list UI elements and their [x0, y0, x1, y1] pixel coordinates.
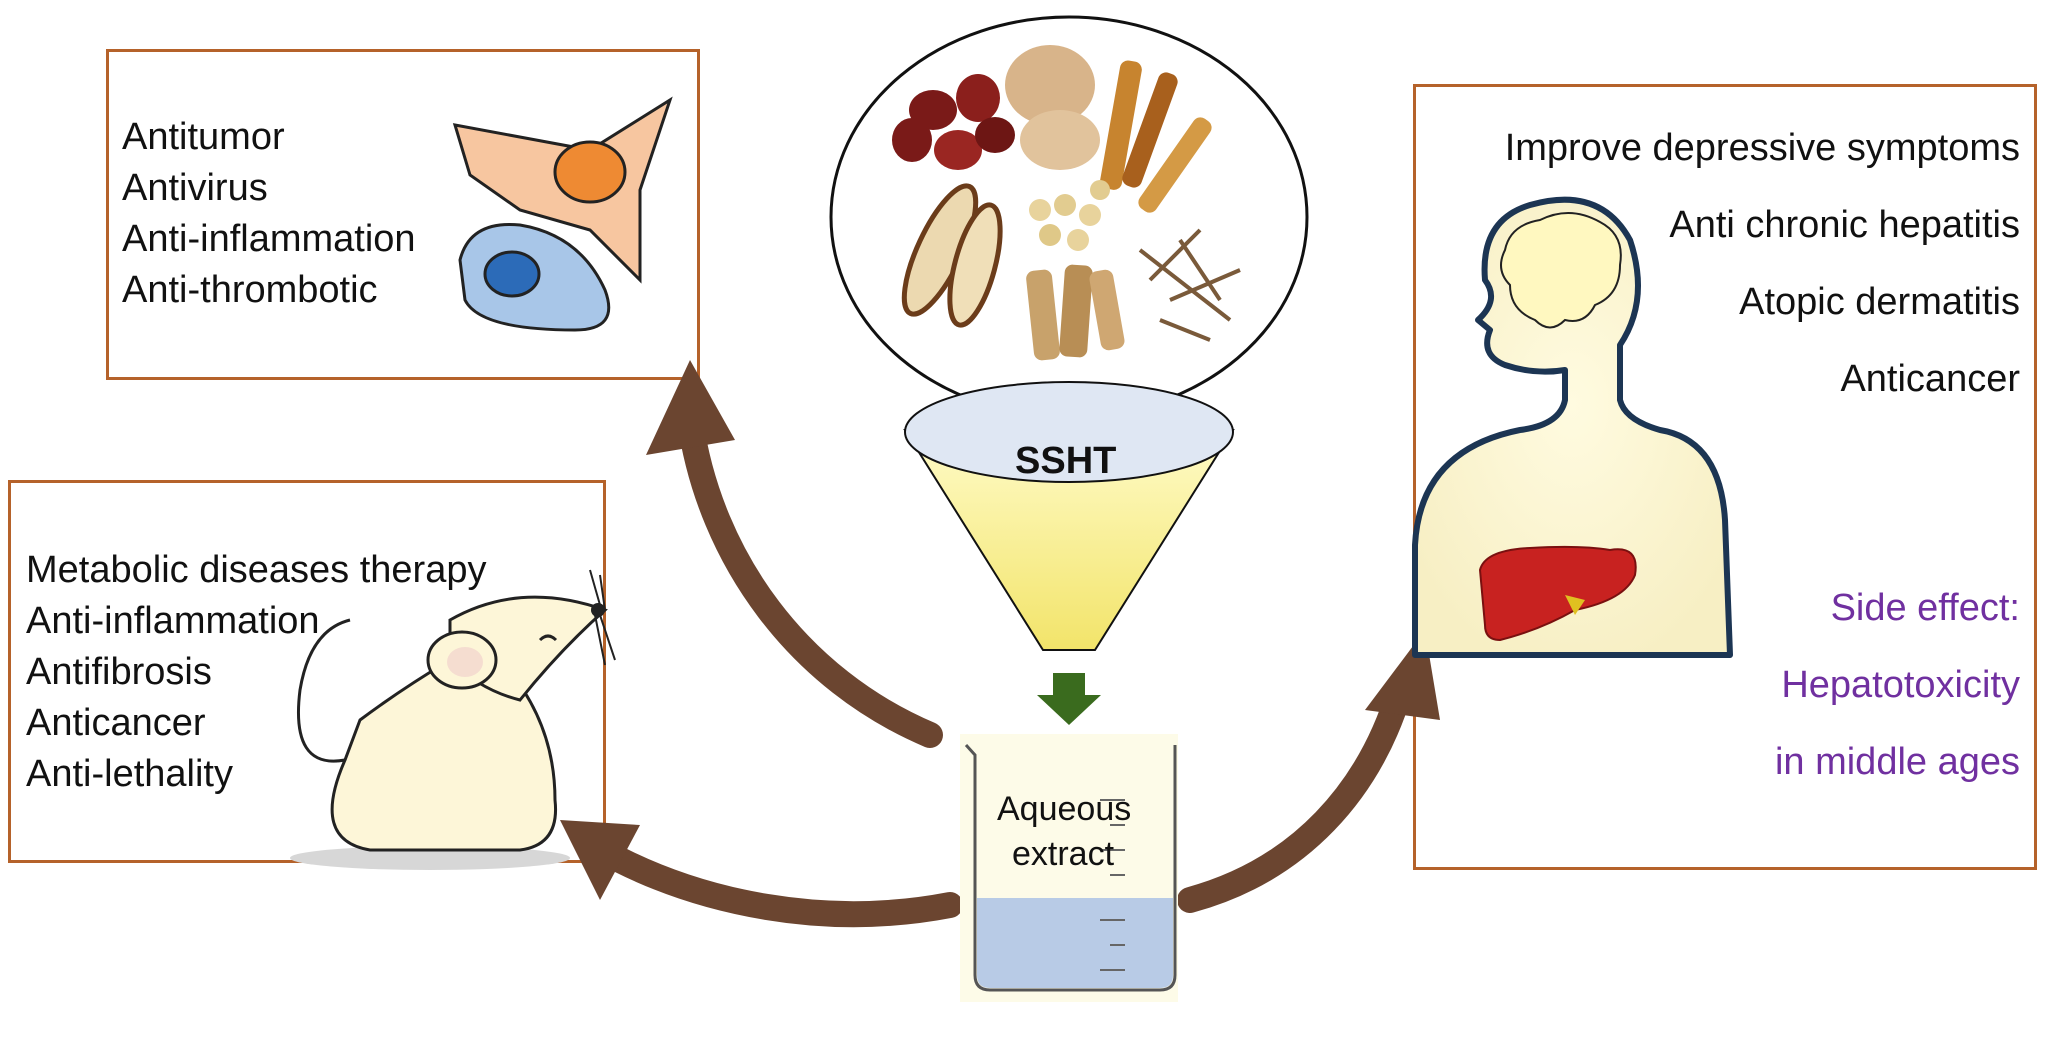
arrow-to-cell-box: [646, 360, 943, 748]
herbs-image: [829, 15, 1309, 419]
arrow-to-mouse-box: [560, 820, 963, 928]
list-item: Anti chronic hepatitis: [1669, 204, 2020, 246]
beaker-icon: [960, 734, 1178, 1002]
list-item: Anti-thrombotic: [122, 269, 378, 311]
side-effect-heading: Side effect:: [1830, 587, 2020, 629]
funnel: [903, 381, 1235, 651]
mouse-icon: [290, 569, 616, 870]
down-arrow-icon: [1037, 673, 1101, 725]
funnel-label: SSHT: [1015, 440, 1117, 482]
beaker-label-line2: extract: [1012, 835, 1115, 873]
human-silhouette: [1412, 196, 1733, 658]
arrow-to-human-box: [1177, 630, 1440, 913]
list-item: Anti-inflammation: [26, 600, 320, 642]
list-item: Anti-lethality: [26, 753, 233, 795]
list-item: Anticancer: [1840, 358, 2020, 400]
cells-icon: [452, 96, 673, 332]
human-effects-list: Improve depressive symptoms Anti chronic…: [1505, 110, 2020, 418]
list-item: Improve depressive symptoms: [1504, 127, 2020, 169]
side-effect-line: in middle ages: [1774, 741, 2020, 783]
mouse-effects-list: Metabolic diseases therapy Anti-inflamma…: [26, 545, 486, 800]
list-item: Metabolic diseases therapy: [26, 549, 487, 591]
list-item: Atopic dermatitis: [1739, 281, 2020, 323]
list-item: Anti-inflammation: [122, 218, 416, 260]
beaker-label-line1: Aqueous: [997, 790, 1132, 828]
side-effect-list: Side effect: Hepatotoxicity in middle ag…: [1775, 570, 2020, 801]
side-effect-line: Hepatotoxicity: [1781, 664, 2020, 706]
list-item: Antifibrosis: [26, 651, 212, 693]
list-item: Antitumor: [122, 116, 285, 158]
cell-effects-list: Antitumor Antivirus Anti-inflammation An…: [122, 112, 416, 316]
list-item: Anticancer: [26, 702, 206, 744]
list-item: Antivirus: [122, 167, 268, 209]
